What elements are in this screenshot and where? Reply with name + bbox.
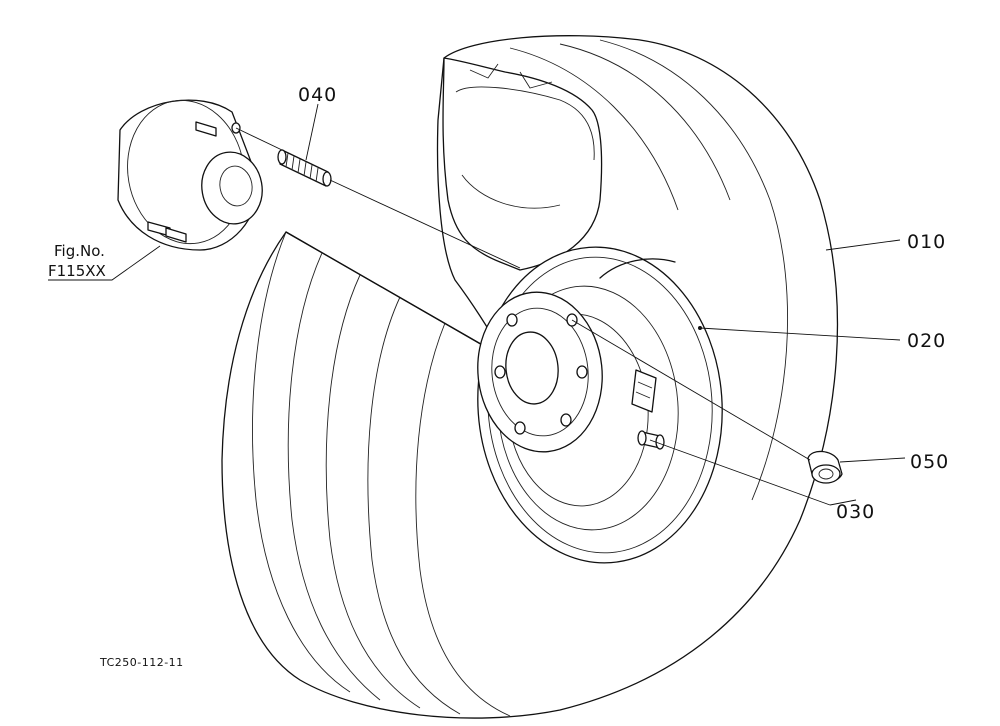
rim-warning-plate	[631, 369, 657, 413]
part-label-010: 010	[907, 231, 946, 253]
hub-studs	[147, 121, 241, 243]
callout-010: 010	[825, 231, 946, 253]
axle-hub	[117, 99, 263, 251]
stud-bolt	[277, 149, 332, 187]
drawing-number: TC250-112-11	[99, 656, 184, 669]
part-label-050: 050	[910, 451, 949, 473]
part-label-020: 020	[907, 330, 946, 352]
callout-030: 030	[829, 499, 875, 523]
wheel-rim	[477, 246, 723, 564]
figure-reference: Fig.No. F115XX	[48, 242, 161, 281]
part-label-040: 040	[298, 84, 337, 106]
rim-bolt-holes	[494, 313, 588, 435]
callout-020: 020	[698, 326, 946, 352]
assembly-lines	[235, 127, 831, 506]
callout-050: 050	[839, 451, 949, 473]
figure-reference-line1: Fig.No.	[54, 242, 105, 260]
wheel-nut	[807, 450, 843, 484]
figure-reference-line2: F115XX	[48, 262, 106, 280]
part-label-030: 030	[836, 501, 875, 523]
callout-040: 040	[298, 84, 337, 161]
